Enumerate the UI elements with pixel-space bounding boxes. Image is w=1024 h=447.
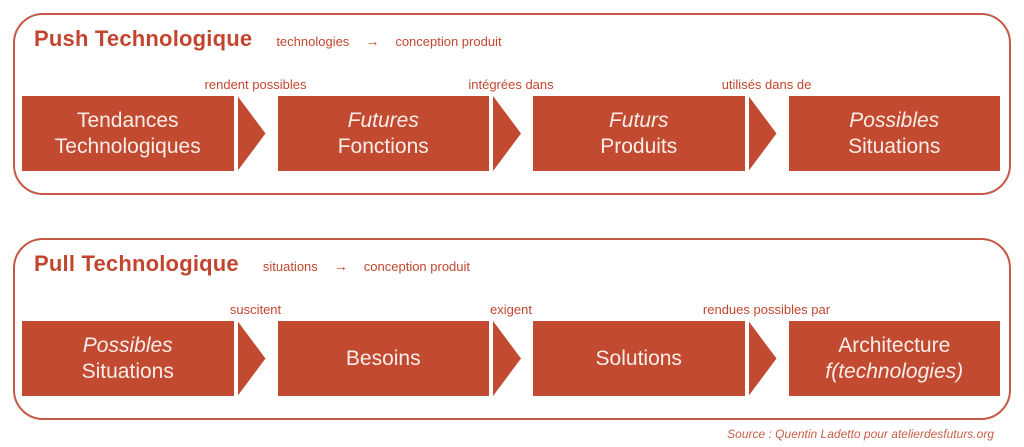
flow-arrow-icon [493,321,521,396]
flow-arrow-icon [748,96,777,171]
pull-panel: Pull Technologique situations → concepti… [13,238,1011,420]
flow-arrow-cell: intégrées dans [468,77,554,171]
push-panel-subtitle: technologies → conception produit [276,33,501,49]
box-futurs-produits: Futurs Produits [533,96,745,171]
arrow-label: utilisés dans de [721,77,812,92]
flow-arrow-icon [748,321,777,396]
right-arrow-icon: → [333,258,348,274]
box-line: Situations [848,134,941,158]
pull-panel-title: Pull Technologique [34,251,239,276]
box-possibles-situations: Possibles Situations [788,96,1000,171]
pull-panel-header: Pull Technologique situations → concepti… [34,250,1000,278]
box-line: Technologiques [54,134,201,158]
flow-arrow-icon [237,96,266,171]
flow-arrow-cell: exigent [489,302,533,396]
arrow-label: intégrées dans [468,77,554,92]
box-line: Tendances [76,108,179,132]
subtitle-to-label: conception produit [395,34,502,49]
box-futures-fonctions: Futures Fonctions [277,96,489,171]
subtitle-from-label: situations [262,259,318,274]
flow-arrow-icon [237,321,266,396]
push-flow-row: Tendances Technologiques rendent possibl… [22,77,1000,171]
box-besoins: Besoins [277,321,489,396]
box-line: Futurs [608,108,669,132]
box-line: Architecture [838,333,951,357]
arrow-label: exigent [490,302,532,317]
box-line: Produits [600,134,678,158]
box-line: Possibles [849,108,940,132]
box-architecture-technologies: Architecture f(technologies) [788,321,1000,396]
arrow-label: rendent possibles [204,77,307,92]
box-line: Besoins [345,346,421,370]
flow-arrow-cell: suscitent [230,302,281,396]
box-line: Fonctions [337,134,429,158]
flow-arrow-icon [493,96,521,171]
subtitle-to-label: conception produit [363,259,471,274]
box-line: Possibles [82,333,173,357]
flow-arrow-cell: rendent possibles [205,77,306,171]
right-arrow-icon: → [365,33,380,49]
box-possibles-situations: Possibles Situations [22,321,234,396]
push-panel-header: Push Technologique technologies → concep… [34,25,1000,53]
arrow-label: suscitent [229,302,282,317]
box-solutions: Solutions [533,321,745,396]
box-tendances-technologiques: Tendances Technologiques [22,96,234,171]
subtitle-from-label: technologies [276,34,350,49]
box-line: Solutions [595,346,682,370]
source-credit: Source : Quentin Ladetto pour atelierdes… [727,427,994,441]
box-line: Futures [347,108,419,132]
box-line: Situations [81,359,174,383]
push-panel: Push Technologique technologies → concep… [13,13,1011,195]
box-line: f(technologies) [825,359,964,383]
flow-arrow-cell: utilisés dans de [722,77,811,171]
pull-panel-subtitle: situations → conception produit [263,258,470,274]
flow-arrow-cell: rendues possibles par [703,302,830,396]
push-panel-title: Push Technologique [34,26,253,51]
pull-flow-row: Possibles Situations suscitent Besoins e… [22,302,1000,396]
arrow-label: rendues possibles par [702,302,831,317]
